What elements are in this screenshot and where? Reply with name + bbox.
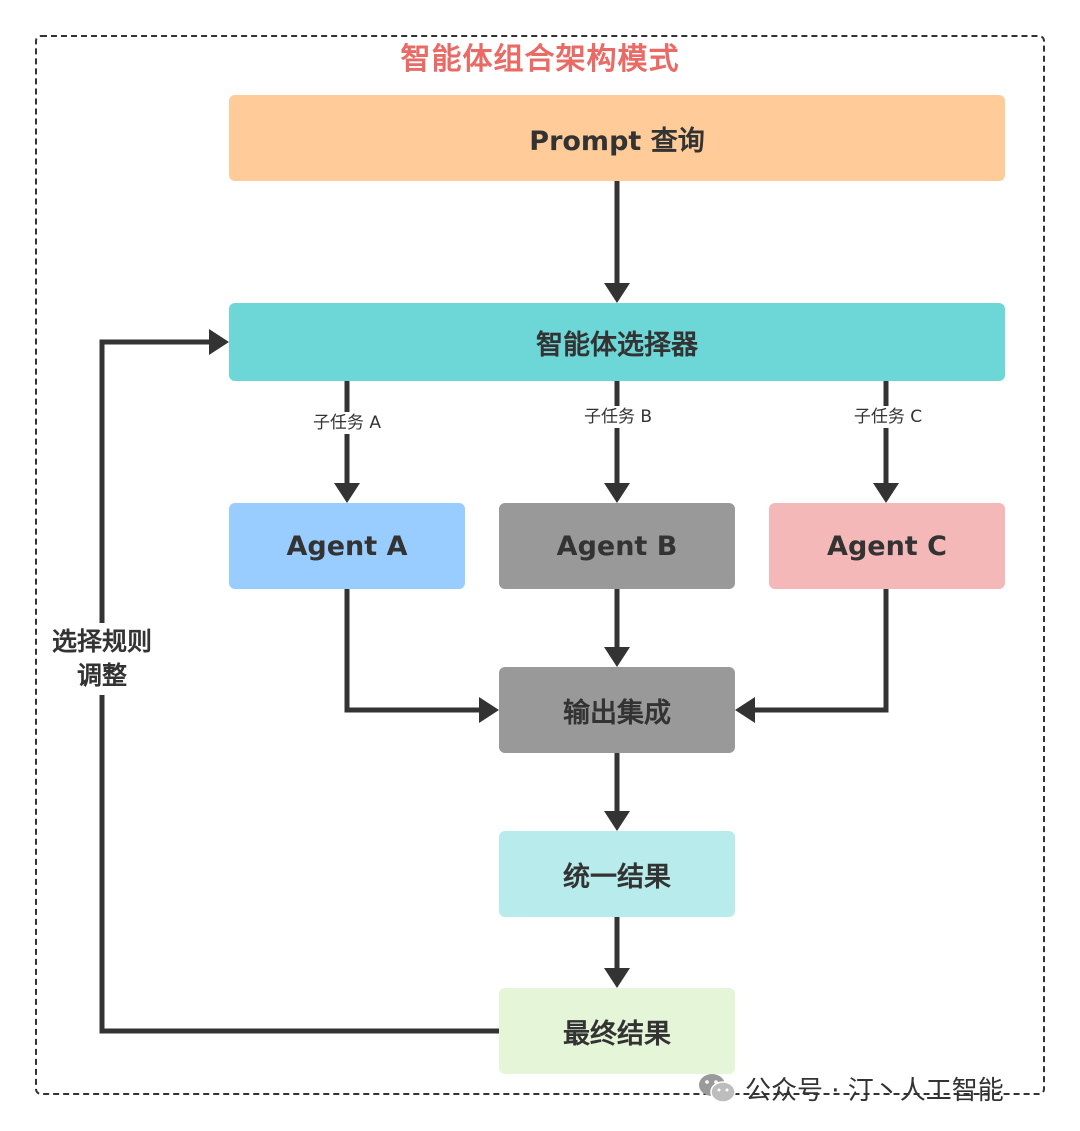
- agent-b-node: Agent B: [499, 503, 735, 589]
- agent-a-node: Agent A: [229, 503, 465, 589]
- wechat-icon: [699, 1074, 736, 1103]
- feedback-loop-label: 选择规则 调整: [38, 623, 166, 695]
- final-result-node: 最终结果: [499, 988, 735, 1074]
- output-integration-node: 输出集成: [499, 667, 735, 753]
- arrow-agent-c-to-output: [753, 589, 889, 713]
- diagram-title: 智能体组合架构模式: [400, 42, 680, 77]
- watermark: 公众号 · 汀丶人工智能: [697, 1070, 1004, 1106]
- arrowhead-agent-a: [334, 483, 360, 503]
- watermark-text: 公众号 · 汀丶人工智能: [745, 1075, 1004, 1106]
- arrowhead-selector-left: [209, 329, 229, 355]
- arrowhead-output-top: [604, 647, 630, 667]
- edge-label-subtask-a: 子任务 A: [306, 412, 388, 434]
- dashed-frame: [35, 35, 1045, 1095]
- arrowhead-agent-c: [873, 483, 899, 503]
- arrowhead-output-left: [479, 697, 499, 723]
- arrowhead-selector: [604, 283, 630, 303]
- arrowhead-agent-b: [604, 483, 630, 503]
- feedback-loop-label-line1: 选择规则: [51, 627, 152, 656]
- edge-label-subtask-c: 子任务 C: [847, 406, 929, 428]
- edge-label-subtask-b: 子任务 B: [577, 406, 659, 428]
- prompt-query-node: Prompt 查询: [229, 95, 1005, 181]
- arrowhead-final: [604, 968, 630, 988]
- arrowhead-output-right: [735, 697, 755, 723]
- arrowhead-unified: [604, 811, 630, 831]
- agent-c-node: Agent C: [769, 503, 1005, 589]
- feedback-loop-label-line2: 调整: [76, 661, 127, 690]
- agent-selector-node: 智能体选择器: [229, 303, 1005, 381]
- arrow-agent-a-to-output: [344, 589, 481, 713]
- unified-result-node: 统一结果: [499, 831, 735, 917]
